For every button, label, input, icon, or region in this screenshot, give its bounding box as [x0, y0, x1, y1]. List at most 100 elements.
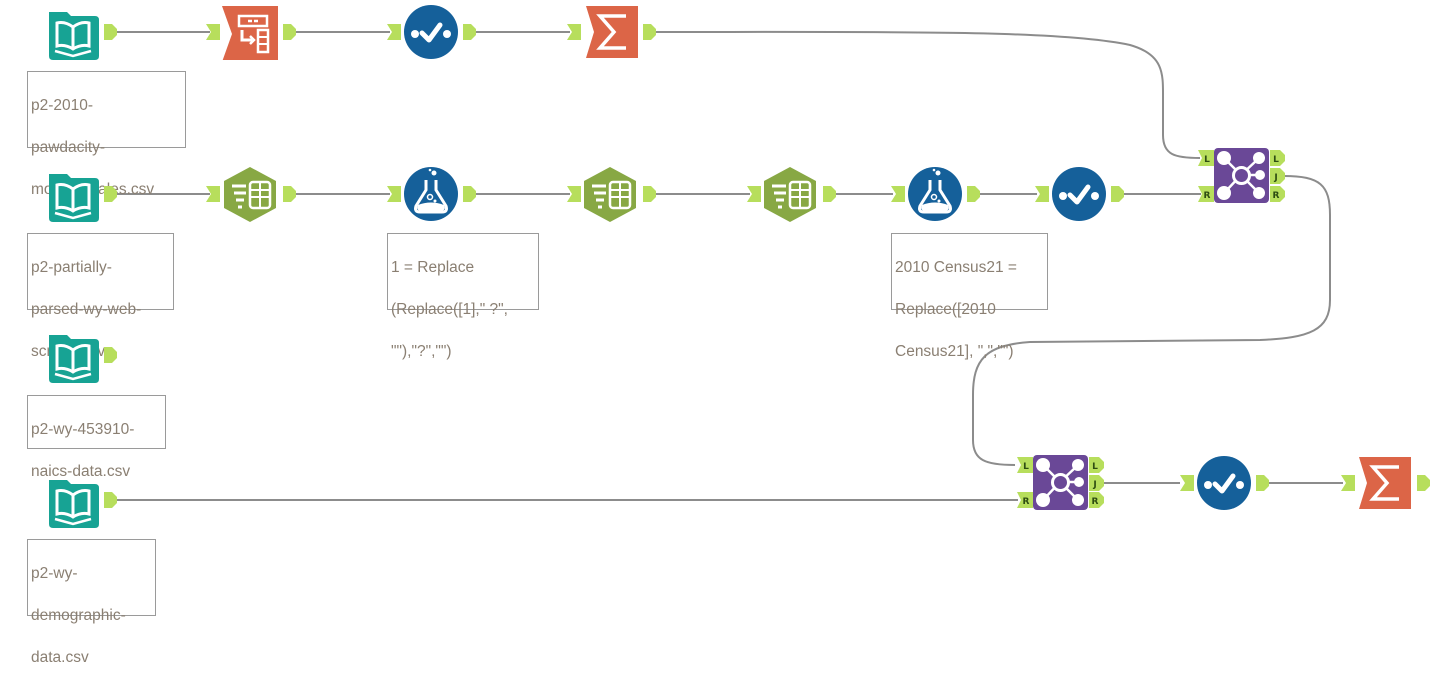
join-left-input-anchor[interactable]: L: [1198, 150, 1214, 170]
select-tool[interactable]: [1051, 166, 1107, 222]
input-anchor[interactable]: [1341, 475, 1355, 495]
output-anchor[interactable]: [283, 24, 297, 44]
text-to-columns-icon: [584, 167, 636, 222]
connection-layer: [116, 30, 1343, 501]
tool-annotation: p2-partially- parsed-wy-web- scrape.csv: [27, 233, 174, 360]
flask-icon: [404, 167, 458, 221]
input-anchor[interactable]: [387, 186, 401, 206]
connection-wire[interactable]: [972, 175, 1331, 466]
annotation-line: Census21], ",",""): [895, 343, 1014, 360]
anchor-label: R: [1023, 497, 1030, 507]
tool-annotation: 1 = Replace (Replace([1]," ?", ""),"?","…: [387, 233, 539, 360]
annotation-line: naics-data.csv: [31, 463, 131, 480]
workflow-canvas[interactable]: p2-2010- pawdacity- monthly-sales.csv: [0, 0, 1449, 666]
input-anchor[interactable]: [387, 24, 401, 44]
anchor-label: L: [1204, 155, 1210, 165]
tool-annotation: p2-wy- demographic- data.csv: [27, 539, 156, 666]
join-left-input-anchor[interactable]: L: [1017, 457, 1033, 477]
output-anchor[interactable]: [104, 186, 118, 206]
join-icon: [1214, 148, 1269, 203]
output-anchor[interactable]: [1111, 186, 1125, 206]
input-anchor[interactable]: [206, 24, 220, 44]
formula-tool[interactable]: [403, 166, 459, 222]
book-icon: [49, 12, 99, 60]
output-anchor[interactable]: [823, 186, 837, 206]
anchor-label: J: [1273, 173, 1277, 183]
output-anchor[interactable]: [1256, 475, 1270, 495]
sigma-icon: [1359, 457, 1411, 509]
anchor-label: L: [1092, 462, 1098, 472]
output-anchor[interactable]: [104, 492, 118, 512]
input-data-tool[interactable]: [45, 474, 101, 530]
input-anchor[interactable]: [567, 24, 581, 44]
annotation-line: 2010 Census21 =: [895, 259, 1017, 276]
input-anchor[interactable]: [747, 186, 761, 206]
input-anchor[interactable]: [891, 186, 905, 206]
text-to-columns-icon: [224, 167, 276, 222]
anchor-label: R: [1273, 191, 1280, 201]
join-right-input-anchor[interactable]: R: [1198, 186, 1214, 206]
input-data-tool[interactable]: [45, 6, 101, 62]
book-icon: [49, 174, 99, 222]
book-icon: [49, 335, 99, 383]
anchor-label: L: [1023, 462, 1029, 472]
annotation-line: pawdacity-: [31, 139, 106, 156]
output-anchor[interactable]: [463, 24, 477, 44]
annotation-line: p2-wy-453910-: [31, 421, 135, 438]
annotation-line: demographic-: [31, 607, 126, 624]
input-anchor[interactable]: [1035, 186, 1049, 206]
summarize-tool[interactable]: [584, 4, 640, 60]
text-to-columns-icon: [764, 167, 816, 222]
annotation-line: p2-2010-: [31, 97, 94, 114]
join-left-output-anchor[interactable]: L: [1270, 150, 1285, 170]
join-join-output-anchor[interactable]: J: [1089, 475, 1104, 495]
anchor-label: J: [1092, 480, 1096, 490]
output-anchor[interactable]: [283, 186, 297, 206]
join-right-input-anchor[interactable]: R: [1017, 492, 1033, 512]
tool-annotation: 2010 Census21 = Replace([2010 Census21],…: [891, 233, 1048, 360]
anchor-label: R: [1092, 497, 1099, 507]
input-data-tool[interactable]: [45, 329, 101, 385]
select-check-icon: [404, 5, 458, 59]
annotation-line: 1 = Replace: [391, 259, 475, 276]
book-icon: [49, 480, 99, 528]
join-tool[interactable]: [1033, 455, 1088, 510]
text-to-columns-tool[interactable]: [762, 166, 818, 222]
select-tool[interactable]: [1196, 455, 1252, 511]
select-check-icon: [1197, 456, 1251, 510]
input-anchor[interactable]: [567, 186, 581, 206]
join-tool[interactable]: [1214, 148, 1269, 203]
annotation-line: Replace([2010: [895, 301, 996, 318]
select-check-icon: [1052, 167, 1106, 221]
input-anchor[interactable]: [1180, 475, 1194, 495]
annotation-line: ""),"?",""): [391, 343, 452, 360]
text-to-columns-tool[interactable]: [222, 166, 278, 222]
flask-icon: [908, 167, 962, 221]
annotation-line: data.csv: [31, 649, 89, 666]
output-anchor[interactable]: [104, 347, 118, 367]
connection-wire[interactable]: [653, 30, 1201, 159]
input-data-tool[interactable]: [45, 168, 101, 224]
join-left-output-anchor[interactable]: L: [1089, 457, 1104, 477]
sigma-icon: [586, 6, 638, 58]
join-icon: [1033, 455, 1088, 510]
input-anchor[interactable]: [206, 186, 220, 206]
tool-annotation: p2-wy-453910- naics-data.csv: [27, 395, 166, 480]
join-right-output-anchor[interactable]: R: [1270, 186, 1285, 206]
summarize-tool[interactable]: [1357, 455, 1413, 511]
text-to-columns-tool[interactable]: [582, 166, 638, 222]
select-tool[interactable]: [403, 4, 459, 60]
output-anchor[interactable]: [463, 186, 477, 206]
output-anchor[interactable]: [643, 186, 657, 206]
join-join-output-anchor[interactable]: J: [1270, 168, 1285, 188]
output-anchor[interactable]: [967, 186, 981, 206]
output-anchor[interactable]: [104, 24, 118, 44]
output-anchor[interactable]: [643, 24, 657, 44]
annotation-line: p2-partially-: [31, 259, 112, 276]
anchor-label: R: [1204, 191, 1211, 201]
output-anchor[interactable]: [1417, 475, 1431, 495]
join-right-output-anchor[interactable]: R: [1089, 492, 1104, 512]
cross-tab-tool[interactable]: [222, 4, 278, 60]
formula-tool[interactable]: [907, 166, 963, 222]
annotation-line: p2-wy-: [31, 565, 78, 582]
